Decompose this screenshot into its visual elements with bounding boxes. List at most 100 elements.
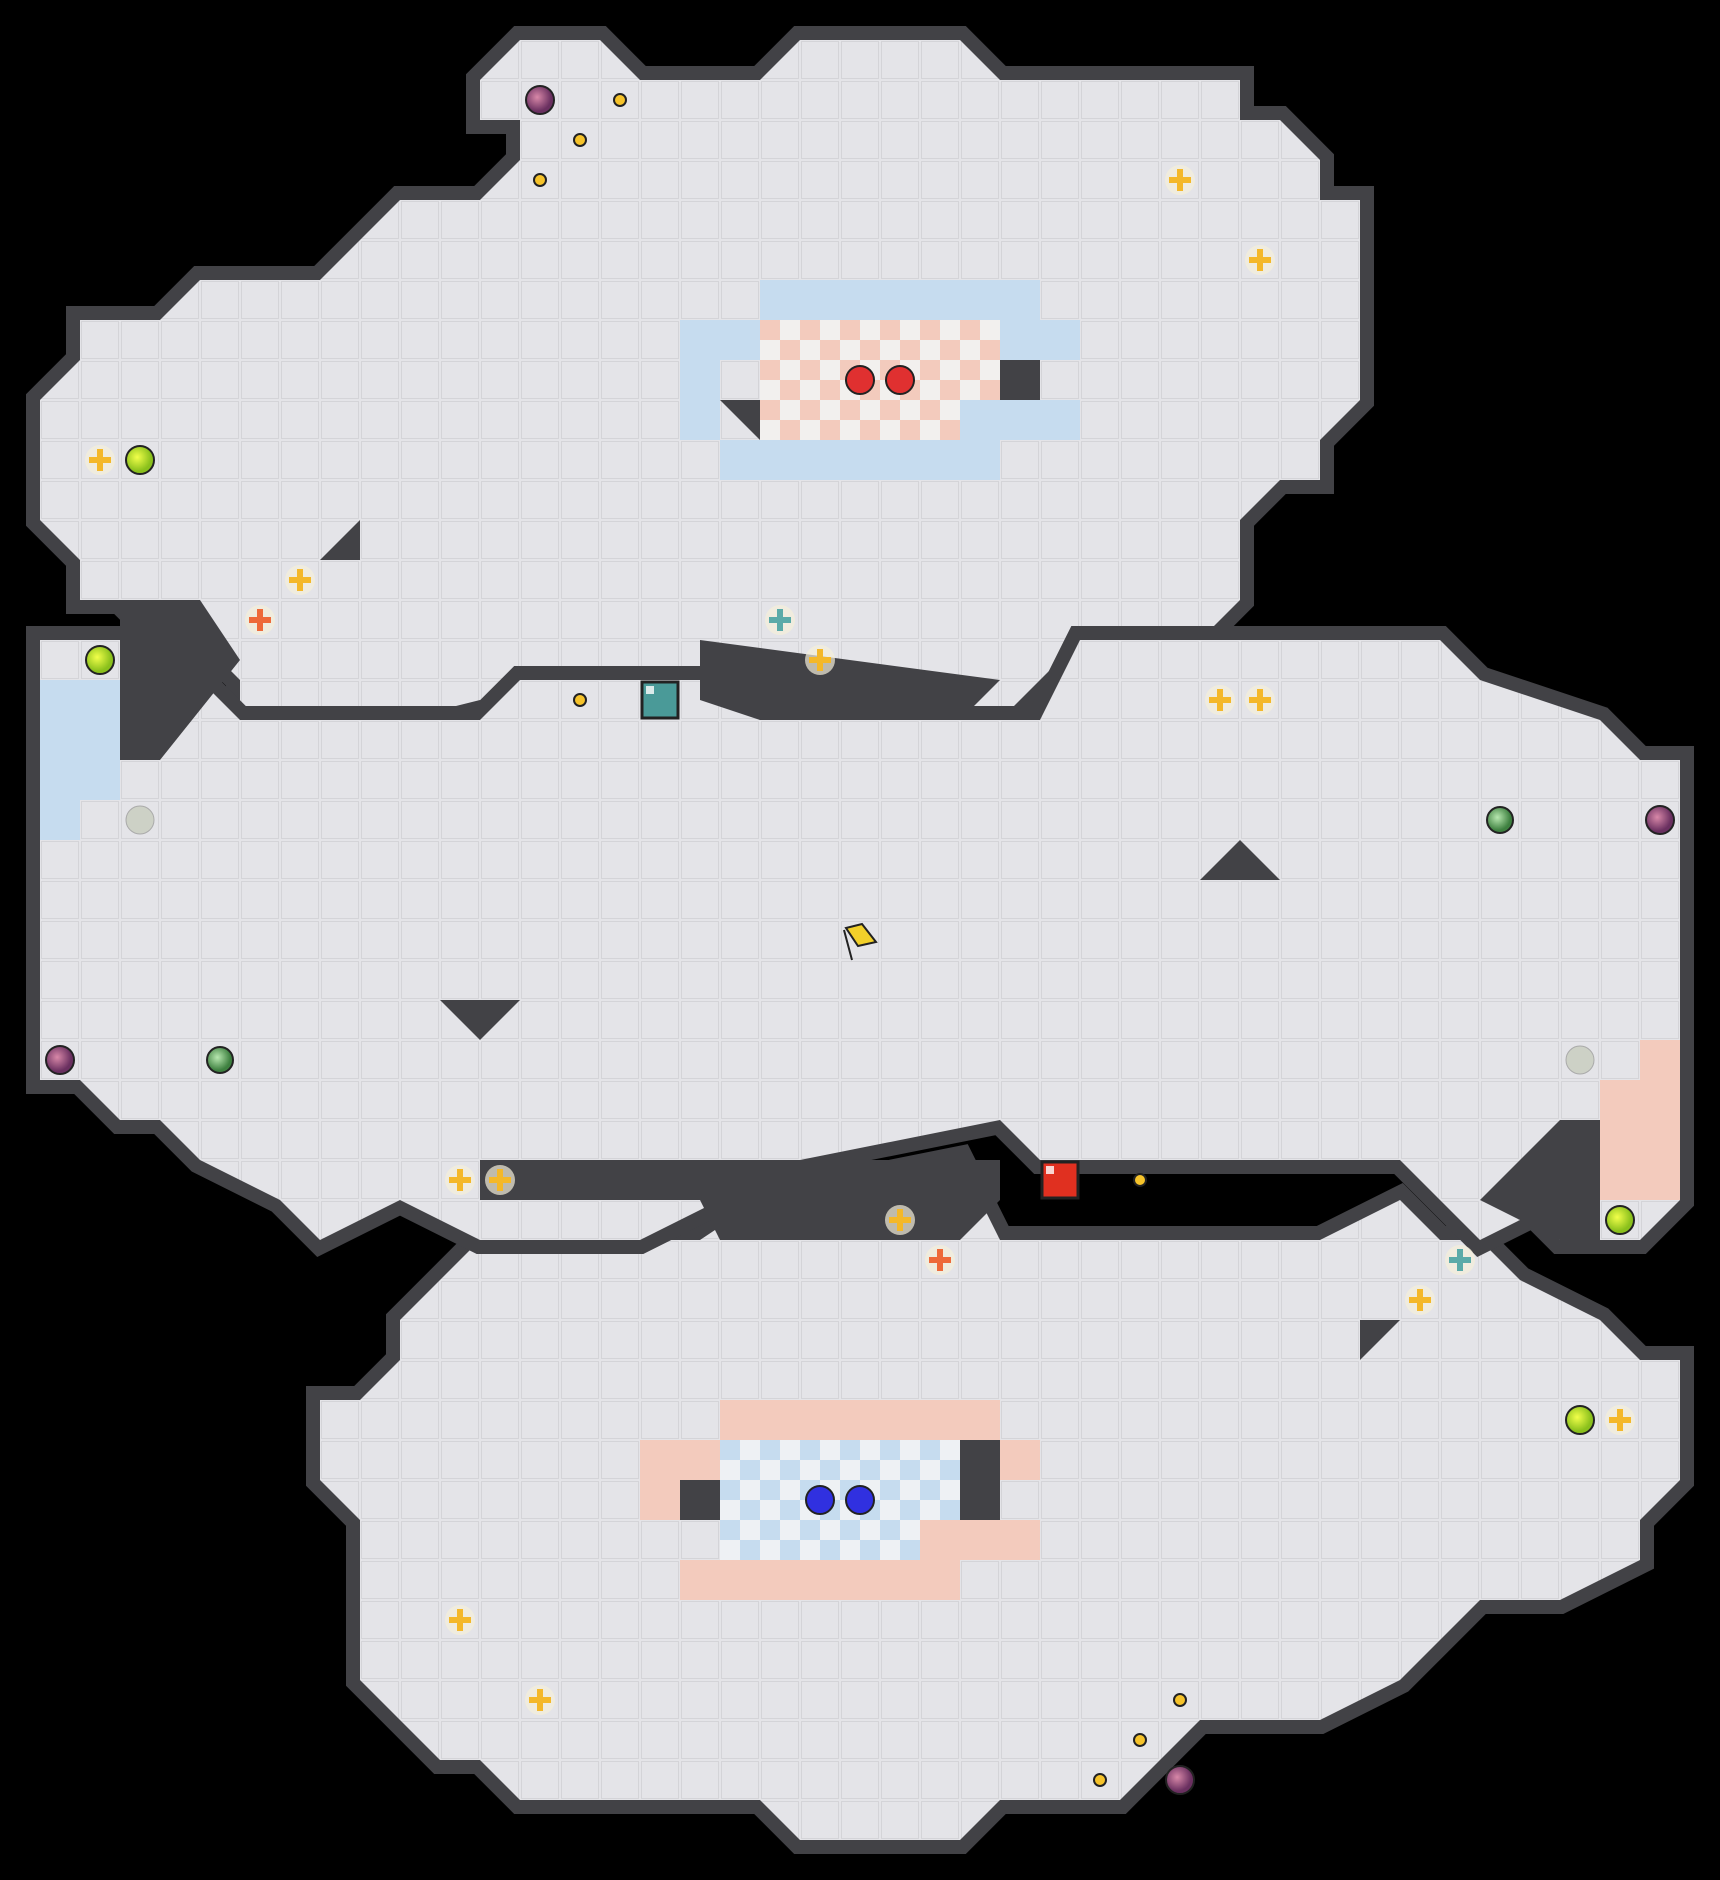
blue-zone-tile bbox=[720, 440, 760, 480]
red-zone-tile bbox=[1640, 1080, 1680, 1120]
red-zone-tile bbox=[800, 1560, 840, 1600]
blue-zone-tile bbox=[840, 280, 880, 320]
blue-zone-tile bbox=[680, 400, 720, 440]
token-icon bbox=[1173, 1693, 1187, 1707]
red-zone-tile bbox=[760, 1400, 800, 1440]
map-floor bbox=[26, 26, 1694, 1854]
blue-zone-tile bbox=[1000, 280, 1040, 320]
blue-gate-switch bbox=[640, 680, 680, 720]
yellow-flag-icon bbox=[844, 922, 878, 948]
red-zone-tile bbox=[680, 1440, 720, 1480]
blue-zone-tile bbox=[40, 800, 80, 840]
map-entities bbox=[45, 85, 1675, 1795]
token-icon bbox=[533, 173, 547, 187]
red-team-ball bbox=[845, 365, 875, 395]
wall-segment bbox=[440, 1000, 520, 1040]
powerup-icon bbox=[1605, 1205, 1635, 1235]
token-icon bbox=[1133, 1733, 1147, 1747]
red-zone-tile bbox=[1640, 1040, 1680, 1080]
inactive-portal-icon bbox=[1565, 1045, 1595, 1075]
wall-segment bbox=[680, 1480, 720, 1520]
blue-zone-tile bbox=[80, 720, 120, 760]
wall-segment bbox=[320, 520, 360, 560]
blue-team-ball bbox=[845, 1485, 875, 1515]
blue-zone-tile bbox=[80, 680, 120, 720]
token-icon bbox=[1093, 1773, 1107, 1787]
blue-zone-tile bbox=[80, 760, 120, 800]
blue-zone-tile bbox=[1040, 400, 1080, 440]
red-zone-tile bbox=[1000, 1520, 1040, 1560]
blue-zone-tile bbox=[800, 280, 840, 320]
wall-segment bbox=[1000, 360, 1040, 400]
red-zone-tile bbox=[880, 1560, 920, 1600]
blue-team-ball bbox=[805, 1485, 835, 1515]
wall-segment bbox=[960, 1440, 1000, 1520]
blue-zone-tile bbox=[760, 280, 800, 320]
bomb-icon bbox=[525, 85, 555, 115]
blue-zone-tile bbox=[880, 440, 920, 480]
blue-zone-tile bbox=[880, 280, 920, 320]
blue-zone-tile bbox=[920, 280, 960, 320]
powerup-icon bbox=[85, 645, 115, 675]
red-endzone bbox=[760, 320, 1000, 400]
blue-zone-tile bbox=[40, 680, 80, 720]
red-zone-tile bbox=[640, 1480, 680, 1520]
token-icon bbox=[573, 133, 587, 147]
wall-segment bbox=[1200, 840, 1280, 880]
red-zone-tile bbox=[1640, 1120, 1680, 1160]
red-endzone bbox=[760, 400, 960, 440]
red-zone-tile bbox=[1600, 1120, 1640, 1160]
blue-zone-tile bbox=[40, 760, 80, 800]
red-zone-tile bbox=[960, 1520, 1000, 1560]
red-zone-tile bbox=[920, 1520, 960, 1560]
blue-zone-tile bbox=[720, 320, 760, 360]
blue-endzone bbox=[720, 1440, 960, 1520]
red-zone-tile bbox=[1600, 1080, 1640, 1120]
wall-segment bbox=[480, 1160, 1000, 1240]
token-icon bbox=[613, 93, 627, 107]
bomb-icon bbox=[45, 1045, 75, 1075]
red-zone-tile bbox=[680, 1560, 720, 1600]
red-zone-tile bbox=[640, 1440, 680, 1480]
blue-zone-tile bbox=[680, 320, 720, 360]
red-zone-tile bbox=[880, 1400, 920, 1440]
token-icon bbox=[1133, 1173, 1147, 1187]
blue-zone-tile bbox=[1040, 320, 1080, 360]
red-zone-tile bbox=[920, 1400, 960, 1440]
blue-zone-tile bbox=[840, 440, 880, 480]
red-zone-tile bbox=[1000, 1440, 1040, 1480]
wall-segment bbox=[1360, 1320, 1400, 1360]
blue-zone-tile bbox=[800, 440, 840, 480]
powerup-icon bbox=[125, 445, 155, 475]
red-zone-tile bbox=[800, 1400, 840, 1440]
inactive-portal-icon bbox=[125, 805, 155, 835]
red-zone-tile bbox=[1600, 1160, 1640, 1200]
blue-zone-tile bbox=[40, 720, 80, 760]
blue-zone-tile bbox=[1000, 400, 1040, 440]
wall-segment bbox=[120, 600, 240, 760]
red-zone-tile bbox=[960, 1400, 1000, 1440]
portal-icon bbox=[1486, 806, 1514, 834]
red-zone-tile bbox=[720, 1400, 760, 1440]
wall-segment bbox=[720, 400, 760, 440]
token-icon bbox=[573, 693, 587, 707]
powerup-icon bbox=[1565, 1405, 1595, 1435]
red-zone-tile bbox=[1640, 1160, 1680, 1200]
portal-icon bbox=[206, 1046, 234, 1074]
team-zones bbox=[40, 280, 1680, 1600]
yellow-flag-icon bbox=[843, 929, 853, 961]
blue-endzone bbox=[720, 1520, 920, 1560]
blue-zone-tile bbox=[920, 440, 960, 480]
red-zone-tile bbox=[920, 1560, 960, 1600]
blue-zone-tile bbox=[760, 440, 800, 480]
wall-segment bbox=[1480, 1120, 1600, 1240]
blue-zone-tile bbox=[960, 440, 1000, 480]
red-team-ball bbox=[885, 365, 915, 395]
blue-zone-tile bbox=[960, 400, 1000, 440]
red-zone-tile bbox=[760, 1560, 800, 1600]
wall-segment bbox=[700, 640, 1000, 720]
bomb-icon bbox=[1165, 1765, 1195, 1795]
red-zone-tile bbox=[720, 1560, 760, 1600]
bomb-icon bbox=[1645, 805, 1675, 835]
